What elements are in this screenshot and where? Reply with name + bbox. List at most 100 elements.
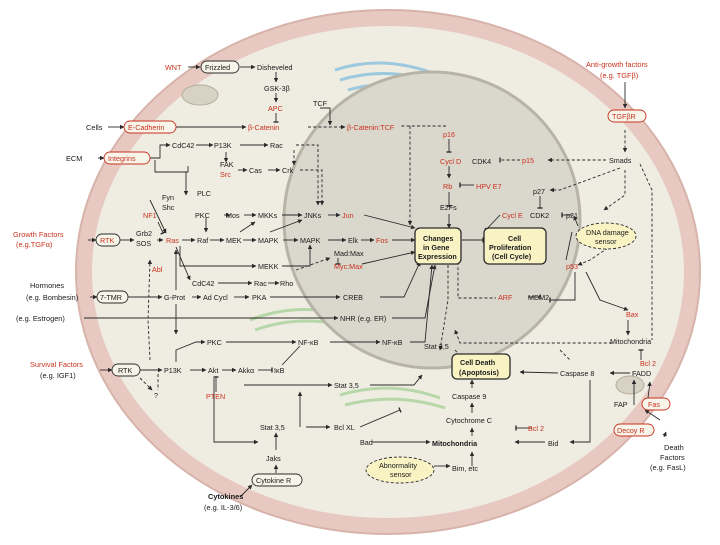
node-bcatenin: β-Catenin <box>248 123 279 132</box>
node-rtk2: RTK <box>118 366 132 375</box>
node-pka: PKA <box>252 293 267 302</box>
node-pkc-low: PKC <box>207 338 222 347</box>
frizzled-box <box>200 60 240 74</box>
node-tgfbr: TGFβR <box>612 112 636 121</box>
seven-tmr-box <box>96 290 129 304</box>
node-caspase8: Caspase 8 <box>560 369 594 378</box>
gene-expression-box <box>414 227 462 265</box>
node-shc: Shc <box>162 203 175 212</box>
node-labels: WNT Frizzled Disheveled GSK-3β APC TCF C… <box>13 60 686 512</box>
node-outlines <box>95 60 671 487</box>
node-mapk2: MAPK <box>300 236 321 245</box>
node-disheveled: Disheveled <box>257 63 293 72</box>
node-cycle: Cycl E <box>502 211 523 220</box>
node-gene-exp-2: in Gene <box>423 243 449 252</box>
node-mitochondria-r: Mitochondria <box>610 337 651 346</box>
nucleus <box>282 70 582 370</box>
node-mkks: MKKs <box>258 211 278 220</box>
node-akka: Akkα <box>238 366 254 375</box>
rtk2-box <box>111 363 141 377</box>
node-bid: Bid <box>548 439 558 448</box>
node-tcf: TCF <box>313 99 328 108</box>
node-growth-factors-eg: (e.g.TGFα) <box>16 240 52 249</box>
node-stat35-b: Stat 3,5 <box>334 381 359 390</box>
node-p53: p53 <box>566 262 578 271</box>
node-hormones-eg: (e.g. Bombesin) <box>26 293 78 302</box>
abnormality-sensor-shape <box>365 456 435 484</box>
node-rho: Rho <box>280 279 293 288</box>
node-grb2: Grb2 <box>136 229 152 238</box>
node-anti-growth: Anti-growth factors <box>586 60 648 69</box>
node-creb: CREB <box>343 293 363 302</box>
node-bim: Bim, etc <box>452 464 478 473</box>
node-stat35-a: Stat 3,5 <box>424 342 449 351</box>
node-p27: p27 <box>533 187 545 196</box>
node-cas: Cas <box>249 166 262 175</box>
node-bcatenin-tcf: β-Catenin:TCF <box>347 123 395 132</box>
node-ikb: IκB <box>274 366 285 375</box>
node-wnt: WNT <box>165 63 182 72</box>
node-mdm2: MDM2 <box>528 293 549 302</box>
node-smads: Smads <box>609 156 632 165</box>
node-death-factors-3: (e.g. FasL) <box>650 463 686 472</box>
node-bad: Bad <box>360 438 373 447</box>
rtk1-box <box>95 233 121 247</box>
decoy-r-box <box>613 423 655 437</box>
dna-damage-sensor-shape <box>575 222 637 250</box>
node-dna-damage-1: DNA damage <box>586 228 629 237</box>
node-ecadherin: E-Cadherin <box>128 123 164 132</box>
node-raf: Raf <box>197 236 208 245</box>
node-fos: Fos <box>376 236 388 245</box>
node-p16: p16 <box>443 130 455 139</box>
node-integrins: Integrins <box>108 154 136 163</box>
node-decoy-r: Decoy R <box>617 426 645 435</box>
node-nfkb1: NF-κB <box>298 338 319 347</box>
node-elk: Elk <box>348 236 358 245</box>
node-bcl2-r: Bcl 2 <box>640 359 656 368</box>
node-cell-death-1: Cell Death <box>460 358 495 367</box>
node-fak: FAK <box>220 160 234 169</box>
node-plc: PLC <box>197 189 211 198</box>
node-rac-top: Rac <box>270 141 283 150</box>
node-seven-tmr: 7-TMR <box>100 293 122 302</box>
node-cdc42-top: CdC42 <box>172 141 194 150</box>
node-gene-exp-3: Expression <box>418 252 457 261</box>
node-e2fs: E2Fs <box>440 203 457 212</box>
node-rtk1: RTK <box>100 236 114 245</box>
node-cdc42-mid: CdC42 <box>192 279 214 288</box>
node-hpv-e7: HPV E7 <box>476 182 502 191</box>
node-fadd: FADD <box>632 369 651 378</box>
node-p15: p15 <box>522 156 534 165</box>
fas-box <box>641 397 671 411</box>
node-abnormality-2: sensor <box>390 470 412 479</box>
tgfbr-box <box>607 109 647 123</box>
node-nhr: NHR (e.g. ER) <box>340 314 386 323</box>
node-p13k-low: P13K <box>164 366 182 375</box>
node-akt: Akt <box>208 366 218 375</box>
node-mos: Mos <box>226 211 240 220</box>
node-anti-growth-eg: (e.g. TGFβ) <box>600 71 638 80</box>
node-myc-max: Myc:Max <box>334 262 363 271</box>
node-pkc-mid: PKC <box>195 211 210 220</box>
node-mad-max: Mad:Max <box>334 249 364 258</box>
node-fas: Fas <box>648 400 660 409</box>
node-growth-factors: Growth Factors <box>13 230 64 239</box>
node-cytochrome-c: Cytochrome C <box>446 416 492 425</box>
node-question: ? <box>154 391 158 400</box>
node-cytokine-r: Cytokine R <box>256 476 291 485</box>
node-bax: Bax <box>626 310 639 319</box>
node-mekk: MEKK <box>258 262 279 271</box>
node-stat35-c: Stat 3,5 <box>260 423 285 432</box>
node-survival-factors-eg: (e.g. IGF1) <box>40 371 76 380</box>
node-death-factors-2: Factors <box>660 453 685 462</box>
node-abnormality-1: Abnormality <box>379 461 417 470</box>
node-cells: Cells <box>86 123 103 132</box>
node-nfkb2: NF-κB <box>382 338 403 347</box>
node-pten: PTEN <box>206 392 225 401</box>
node-bclxl: Bcl XL <box>334 423 355 432</box>
node-crk: Crk <box>282 166 294 175</box>
node-cytokines-eg: (e.g. IL-3/6) <box>204 503 242 512</box>
node-fyn: Fyn <box>162 193 174 202</box>
node-fap: FAP <box>614 400 628 409</box>
